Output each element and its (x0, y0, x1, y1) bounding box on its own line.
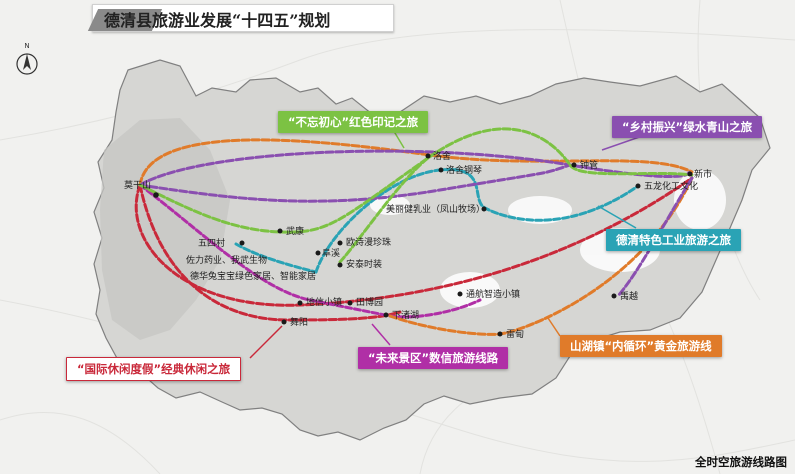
place-wulonghuagong[interactable]: 五龙化工文化 (644, 182, 699, 192)
route-purple-path-3 (138, 163, 572, 203)
callout-route-purple-bright[interactable]: “未来景区”数信旅游线路 (358, 347, 509, 369)
route-purple-bright-path (138, 183, 392, 318)
place-luoshegangqin[interactable]: 洛舍钢琴 (446, 166, 483, 176)
callout-route-orange[interactable]: 山湖镇“内循环”黄金旅游线 (560, 335, 722, 357)
place-tonghang[interactable]: 通航智造小镇 (466, 290, 521, 300)
route-purple-bright-path-2 (388, 298, 482, 319)
place-fuxi[interactable]: 阜溪 (322, 249, 341, 259)
north-arrow-icon: N (16, 42, 38, 75)
route-green-path-2 (338, 156, 430, 264)
place-wuyang[interactable]: 舞阳 (290, 318, 309, 328)
callout-route-purple[interactable]: “乡村振兴”绿水青山之旅 (612, 116, 763, 138)
place-wusicun[interactable]: 五四村 (198, 239, 226, 249)
place-xiazhuhu[interactable]: 下渚湖 (392, 311, 420, 321)
place-tianbowuyuan[interactable]: 田博园 (356, 298, 384, 308)
title-bar (87, 4, 394, 32)
callout-route-teal[interactable]: 德清特色工业旅游之旅 (606, 229, 741, 251)
north-label: N (24, 42, 29, 50)
place-meilijianruye[interactable]: 美丽健乳业（凤山牧场） (386, 205, 486, 215)
page-title: 德清县旅游业发展“十四五”规划 (104, 11, 331, 30)
place-moganshan[interactable]: 莫干山 (124, 181, 152, 191)
callout-route-red[interactable]: “国际休闲度假”经典休闲之旅 (66, 357, 242, 381)
place-wukang[interactable]: 武康 (286, 227, 305, 237)
place-xinshi[interactable]: 新市 (694, 170, 713, 180)
place-dixinxiaozhen[interactable]: 地信小镇 (306, 298, 343, 308)
place-yuyue[interactable]: 禹越 (620, 292, 639, 302)
route-lines (134, 127, 694, 336)
place-anqin[interactable]: 安泰时装 (346, 260, 383, 270)
place-luoshe[interactable]: 洛舍 (433, 152, 452, 162)
route-teal-path-2 (234, 242, 318, 274)
callout-pointers (249, 127, 649, 359)
map-caption: 全时空旅游线路图 (695, 455, 787, 469)
place-leidian[interactable]: 雷甸 (506, 330, 525, 340)
place-ouximan[interactable]: 欧诗漫珍珠 (346, 238, 392, 248)
west-hills-shading (100, 118, 230, 340)
route-red-path-2 (138, 183, 402, 322)
place-zuolizhongye[interactable]: 佐力药业、我武生物 (186, 256, 268, 266)
route-red-path (134, 176, 694, 307)
callout-route-green[interactable]: “不忘初心”红色印记之旅 (278, 111, 429, 133)
place-zhongguan[interactable]: 钟管 (580, 161, 599, 171)
place-dehuatu[interactable]: 德华兔宝宝绿色家居、智能家居 (190, 272, 317, 282)
